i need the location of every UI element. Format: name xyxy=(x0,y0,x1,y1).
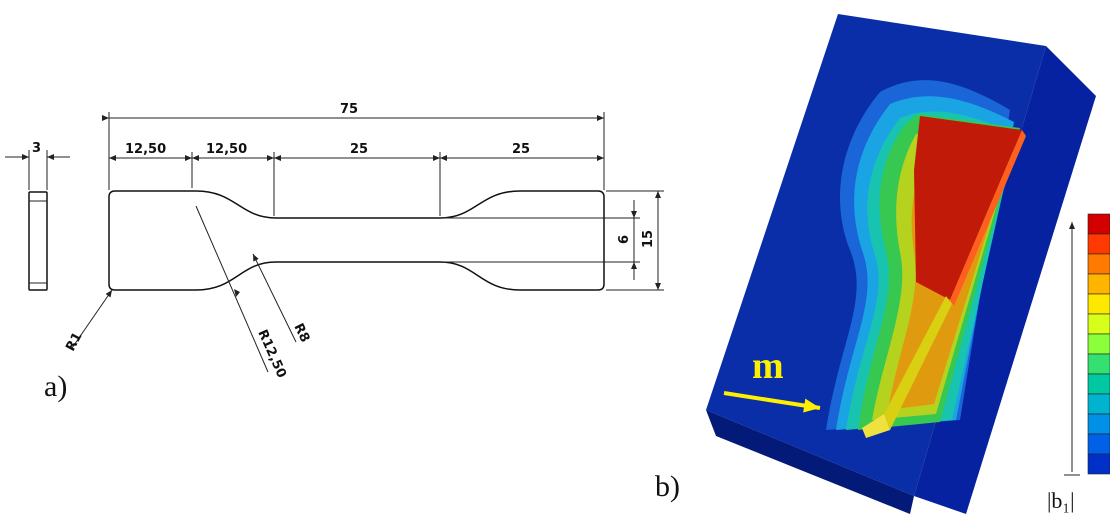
dim-transition-length: 12,50 xyxy=(206,142,247,157)
panel-b-label: b) xyxy=(655,470,680,503)
colorbar-segment xyxy=(1087,353,1110,375)
magnetization-label: m xyxy=(752,345,784,387)
dim-thickness: 3 xyxy=(32,141,41,156)
colorbar-segment xyxy=(1087,293,1110,315)
specimen-side-view xyxy=(28,191,48,291)
box-front-face xyxy=(706,410,914,514)
dim-gauge-half-2: 25 xyxy=(512,142,530,157)
colorbar-segment xyxy=(1087,253,1110,275)
colorbar-segment xyxy=(1087,393,1110,415)
panel-a-drawing: 3 75 12,50 12,50 25 25 6 15 R1 R12 xyxy=(5,102,664,380)
panel-b-simulation xyxy=(706,14,1096,514)
dim-grip-width: 15 xyxy=(641,230,656,248)
dim-grip-length: 12,50 xyxy=(125,142,166,157)
colorbar-segment xyxy=(1087,273,1110,295)
dim-fillet-radius-small: R8 xyxy=(290,321,312,345)
colorbar-segment xyxy=(1087,373,1110,395)
high-field-block xyxy=(914,116,1022,300)
colorbar-segment xyxy=(1087,213,1110,235)
colorbar-label: |b₁| xyxy=(1047,488,1074,513)
specimen-outline xyxy=(108,190,605,291)
dim-fillet-radius: R12,50 xyxy=(254,328,289,381)
colorbar-segment xyxy=(1087,333,1110,355)
panel-a-label: a) xyxy=(44,370,67,403)
colorbar-segment xyxy=(1087,413,1110,435)
dim-gauge-width: 6 xyxy=(617,235,632,244)
colorbar-segment xyxy=(1087,433,1110,455)
dim-gauge-half-1: 25 xyxy=(350,142,368,157)
colorbar xyxy=(1087,213,1110,475)
colorbar-segment xyxy=(1087,453,1110,475)
colorbar-segment xyxy=(1087,313,1110,335)
magnetization-arrow xyxy=(723,391,821,413)
colorbar-segment xyxy=(1087,233,1110,255)
dim-total-length: 75 xyxy=(340,102,358,117)
